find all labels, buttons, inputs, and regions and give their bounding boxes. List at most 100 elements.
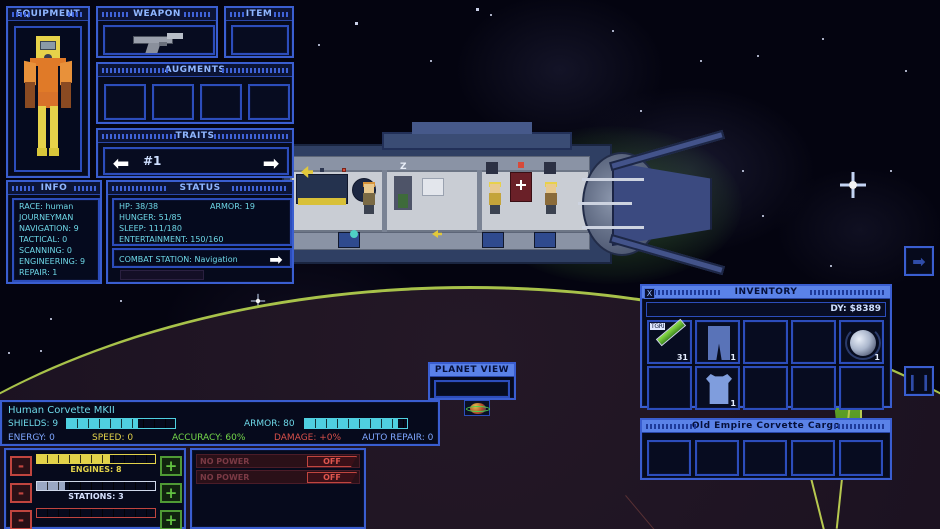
inventory-slot[interactable]: TGRI 31 — [647, 318, 692, 364]
medkit-icon — [516, 180, 526, 190]
combat-station-label: COMBAT STATION: Navigation — [119, 255, 238, 264]
system-toggle-button[interactable]: OFF — [307, 456, 357, 467]
augment-slot[interactable] — [200, 84, 242, 120]
combat-station-row[interactable]: COMBAT STATION: Navigation ➡ — [112, 248, 292, 269]
inventory-slot[interactable]: 1 — [695, 320, 740, 364]
player-ship[interactable]: Z — [282, 122, 742, 287]
item-quantity: 31 — [676, 353, 688, 362]
status-entertainment: ENTERTAINMENT: 150/160 — [119, 235, 224, 244]
cargo-slot[interactable] — [743, 440, 787, 476]
status-panel-title: STATUS — [108, 182, 292, 195]
planet-view-panel[interactable]: PLANET VIEW — [428, 362, 516, 416]
engines-decrease-button[interactable]: - — [10, 456, 32, 476]
weapon-panel-title: WEAPON — [98, 8, 216, 21]
inventory-slot[interactable] — [791, 366, 836, 410]
info-body: RACE: human JOURNEYMAN NAVIGATION: 9 TAC… — [12, 198, 100, 282]
character-portrait[interactable] — [14, 26, 82, 172]
cargo-slot[interactable] — [695, 440, 739, 476]
info-race: RACE: human — [19, 202, 74, 211]
info-panel-title: INFO — [8, 182, 100, 195]
combat-station-next-button[interactable]: ➡ — [269, 250, 283, 269]
next-turn-button[interactable]: ➡ — [904, 246, 934, 276]
status-light-icon — [342, 168, 346, 172]
inventory-slot[interactable] — [791, 320, 836, 364]
ship-damage-label: DAMAGE: +0% — [274, 433, 342, 443]
traits-panel: TRAITS ⬅ #1 ➡ — [96, 128, 294, 178]
armor-bar — [304, 418, 408, 429]
augments-panel-title: AUGMENTS — [98, 64, 292, 77]
right-arrow-icon: ➡ — [912, 251, 926, 271]
cargo-slot[interactable] — [839, 440, 883, 476]
info-panel: INFO RACE: human JOURNEYMAN NAVIGATION: … — [6, 180, 102, 284]
info-navigation: NAVIGATION: 9 — [19, 224, 79, 233]
ship-autorepair-label: AUTO REPAIR: 0 — [362, 433, 434, 443]
item-quantity: 1 — [874, 353, 880, 362]
status-light-icon — [320, 168, 324, 172]
inventory-slot[interactable] — [647, 366, 692, 410]
status-sleep: SLEEP: 111/180 — [119, 224, 182, 233]
engines-increase-button[interactable]: + — [160, 456, 182, 476]
planet-view-thumb[interactable] — [434, 380, 510, 416]
ship-status-bar: Human Corvette MKII SHIELDS: 9 ARMOR: 80… — [0, 400, 440, 446]
crew-member[interactable] — [544, 182, 558, 214]
medbay-light-icon — [518, 162, 524, 168]
cargo-panel-title: Old Empire Corvette Cargo — [642, 420, 890, 433]
item-quantity: 1 — [730, 399, 736, 408]
power-icon — [432, 230, 442, 238]
item-slot[interactable] — [231, 25, 289, 55]
item-panel: ITEM — [224, 6, 294, 58]
stations-bar — [36, 481, 156, 491]
stations-decrease-button[interactable]: - — [10, 483, 32, 503]
cargo-slot[interactable] — [647, 440, 691, 476]
inventory-close-button[interactable]: X — [644, 288, 655, 299]
stations-increase-button[interactable]: + — [160, 483, 182, 503]
sleep-icon: Z — [400, 162, 407, 172]
inventory-slot[interactable] — [743, 320, 788, 364]
engines-label: ENGINES: 8 — [70, 465, 122, 474]
status-vitals: HP: 38/38 ARMOR: 19 HUNGER: 51/85 SLEEP:… — [112, 198, 292, 246]
weapons-decrease-button[interactable]: - — [10, 510, 32, 529]
tool-icon — [486, 162, 498, 174]
ship-shields-label: SHIELDS: 9 — [8, 419, 59, 429]
traits-next-button[interactable]: ➡ — [262, 151, 280, 175]
engines-bar — [36, 454, 156, 464]
ship-armor-label: ARMOR: 80 — [244, 419, 295, 429]
weapon-panel: WEAPON — [96, 6, 218, 58]
item-name-tag: TGRI — [650, 323, 666, 330]
system-name: NO POWER — [200, 457, 250, 466]
pause-icon: ❙❙ — [905, 371, 933, 391]
ship-spine — [412, 122, 532, 134]
crew-member[interactable] — [488, 182, 502, 214]
pause-button[interactable]: ❙❙ — [904, 366, 934, 396]
system-row[interactable]: NO POWER OFF — [196, 454, 360, 468]
cargo-slot[interactable] — [791, 440, 835, 476]
inventory-panel-title: INVENTORY — [642, 286, 890, 299]
status-armor: ARMOR: 19 — [210, 202, 255, 211]
ship-speed-label: SPEED: 0 — [92, 433, 134, 443]
crew-member[interactable] — [362, 182, 376, 214]
weapons-increase-button[interactable]: + — [160, 510, 182, 529]
augment-slot[interactable] — [104, 84, 146, 120]
planet-view-title: PLANET VIEW — [430, 364, 514, 377]
cargo-panel: Old Empire Corvette Cargo — [640, 418, 892, 480]
inventory-slot[interactable] — [839, 366, 884, 410]
info-rank: JOURNEYMAN — [19, 213, 74, 222]
info-scanning: SCANNING: 0 — [19, 246, 72, 255]
inventory-slot[interactable] — [743, 366, 788, 410]
status-panel: STATUS HP: 38/38 ARMOR: 19 HUNGER: 51/85… — [106, 180, 294, 284]
traits-panel-title: TRAITS — [98, 130, 292, 143]
ship-upper-hull — [382, 132, 572, 150]
system-row[interactable]: NO POWER OFF — [196, 470, 360, 484]
repair-icon — [350, 230, 358, 238]
inventory-slot[interactable]: 1 — [695, 366, 740, 410]
equipment-panel-title: EQUIPMENT — [8, 8, 88, 21]
currency-display: DY: $8389 — [646, 302, 886, 317]
augments-panel: AUGMENTS — [96, 62, 294, 124]
system-toggle-button[interactable]: OFF — [307, 472, 357, 483]
traits-list: ⬅ #1 ➡ — [103, 147, 289, 175]
augment-slot[interactable] — [152, 84, 194, 120]
inventory-slot[interactable]: 1 — [839, 320, 884, 364]
traits-prev-button[interactable]: ⬅ — [112, 151, 130, 175]
augment-slot[interactable] — [248, 84, 290, 120]
weapon-slot[interactable] — [103, 25, 215, 55]
